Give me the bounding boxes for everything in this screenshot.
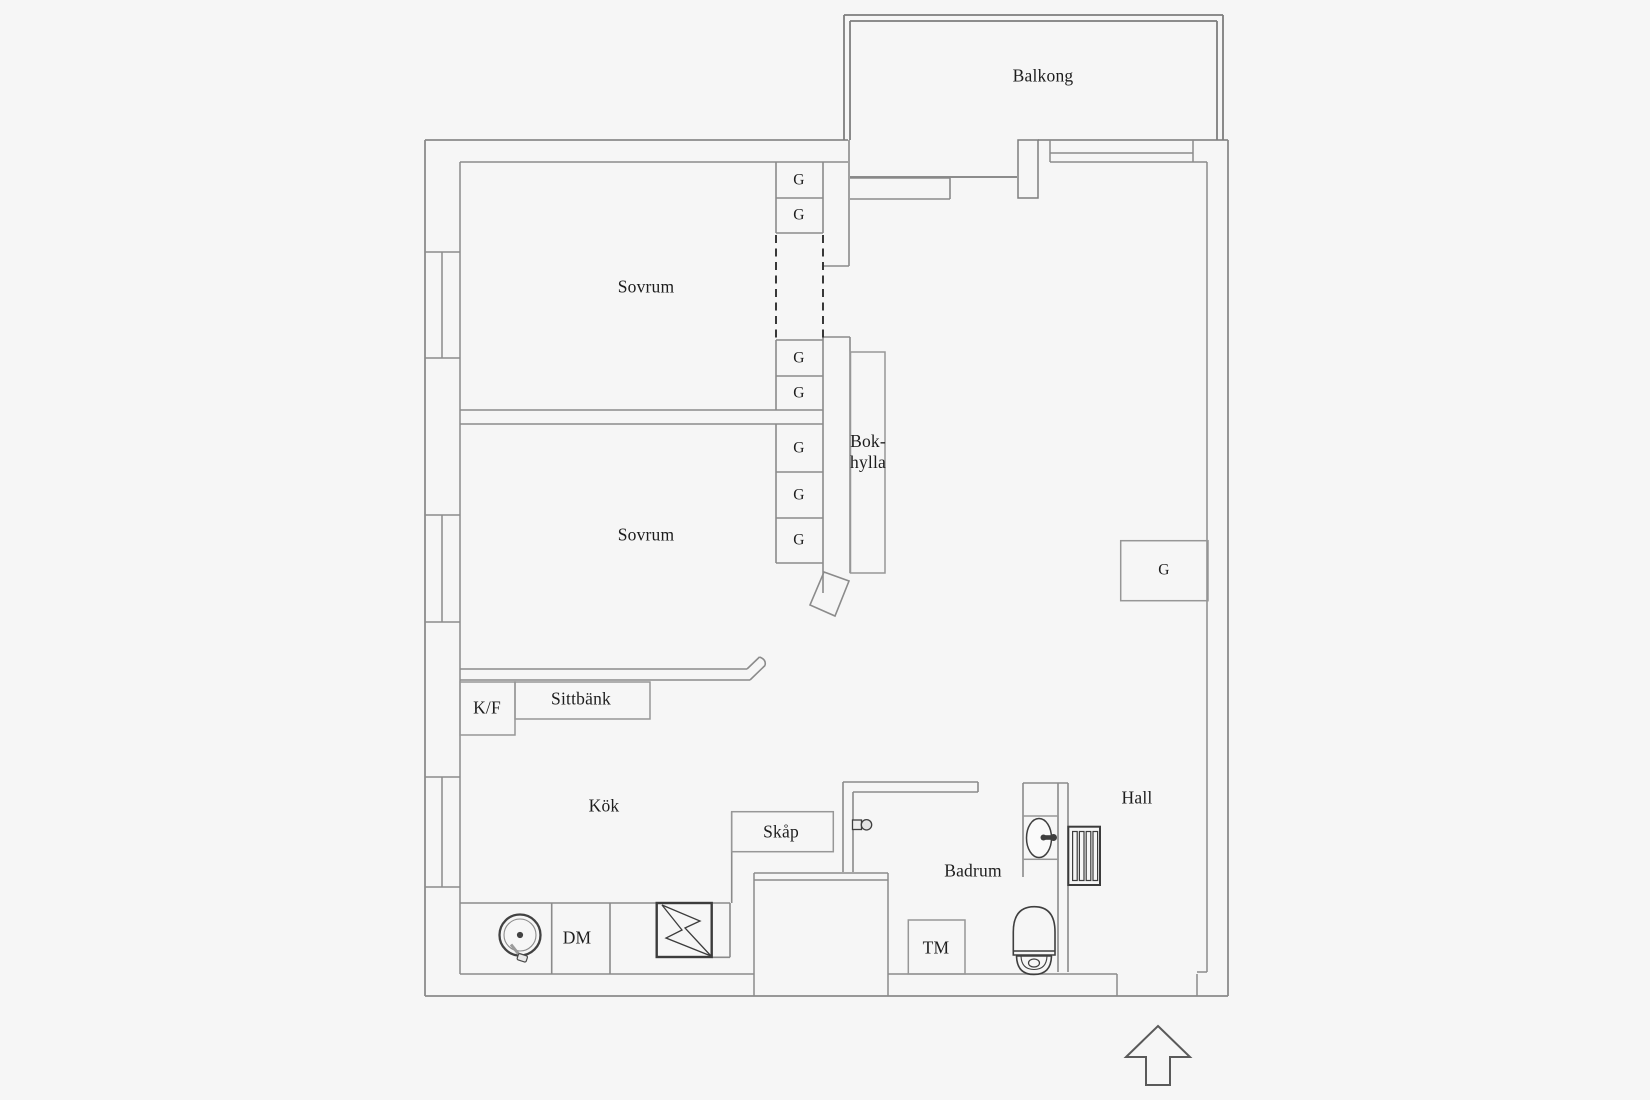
room-label-badrum: Badrum xyxy=(944,860,1002,881)
wardrobe-label-2: G xyxy=(793,206,805,224)
wardrobe-label-6: G xyxy=(793,486,805,504)
wardrobe-label-5: G xyxy=(793,439,805,457)
balcony-walls xyxy=(843,14,1224,199)
wardrobe-label-4: G xyxy=(793,384,805,402)
label-dm: DM xyxy=(562,927,592,948)
furniture-boxes xyxy=(459,351,1209,975)
stove-icon xyxy=(655,901,713,959)
sink-console xyxy=(1022,815,1059,861)
room-label-sovrum-2: Sovrum xyxy=(617,524,675,545)
north-arrow-icon xyxy=(1123,1024,1193,1086)
open-door-icon xyxy=(808,570,851,618)
label-skap: Skåp xyxy=(763,821,799,842)
door-handle-icon xyxy=(851,818,873,831)
interior-walls xyxy=(460,140,1069,974)
room-label-hall: Hall xyxy=(1121,787,1153,808)
label-tm: TM xyxy=(922,937,950,958)
wardrobe-label-hall: G xyxy=(1158,561,1170,579)
toilet-icon xyxy=(1012,905,1056,976)
room-label-bokhylla: Bok- hylla xyxy=(850,431,886,473)
dashed-wardrobe-line xyxy=(775,235,824,338)
balcony-door-icon xyxy=(1017,139,1039,199)
cabinet-box xyxy=(730,810,835,853)
bokhylla-line-1: Bok- xyxy=(850,431,886,451)
label-sittbank: Sittbänk xyxy=(551,688,611,709)
washing-machine-icon xyxy=(498,913,542,963)
label-kf: K/F xyxy=(473,697,501,718)
window-icon xyxy=(425,140,1194,888)
hall-wardrobe-box xyxy=(1119,539,1209,602)
bokhylla-line-2: hylla xyxy=(850,452,886,472)
bench-box xyxy=(514,681,651,720)
wardrobe-label-1: G xyxy=(793,171,805,189)
wardrobe-label-3: G xyxy=(793,349,805,367)
radiator-icon xyxy=(1067,825,1102,887)
outer-walls xyxy=(424,139,1229,997)
room-label-kok: Kök xyxy=(588,795,620,816)
washing-machine-box xyxy=(907,919,966,975)
sink-icon xyxy=(1025,817,1057,859)
bookshelf-box xyxy=(849,351,886,574)
room-label-sovrum-1: Sovrum xyxy=(617,276,675,297)
wardrobe-label-7: G xyxy=(793,531,805,549)
room-label-balkong: Balkong xyxy=(1012,65,1074,86)
